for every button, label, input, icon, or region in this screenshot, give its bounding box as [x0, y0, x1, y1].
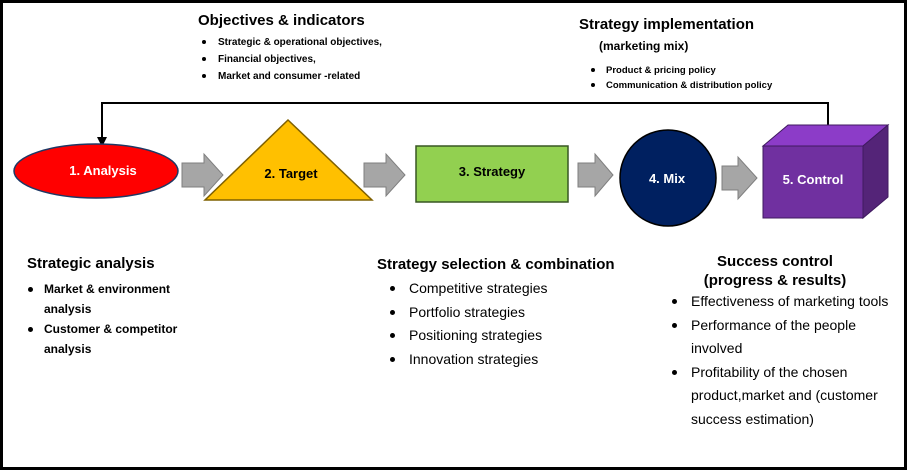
analysis-ellipse — [13, 143, 179, 199]
flow-arrow-1 — [181, 152, 224, 198]
strategy-selection-item: Portfolio strategies — [386, 301, 606, 325]
implementation-subtitle: (marketing mix) — [599, 39, 689, 53]
step-label-strategy: 3. Strategy — [459, 164, 526, 179]
strategy-selection-list: Competitive strategies Portfolio strateg… — [386, 277, 606, 371]
objectives-title: Objectives & indicators — [198, 12, 365, 29]
objectives-item: Financial objectives, — [199, 51, 382, 68]
strategy-rectangle — [415, 145, 569, 203]
objectives-item: Strategic & operational objectives, — [199, 34, 382, 51]
feedback-loop-arrow — [97, 102, 829, 147]
strategy-selection-title: Strategy selection & combination — [377, 256, 615, 273]
success-control-item: Performance of the people involved — [668, 314, 896, 361]
success-control-item: Effectiveness of marketing tools — [668, 290, 896, 314]
success-control-subtitle: (progress & results) — [703, 272, 847, 289]
implementation-item: Product & pricing policy — [588, 63, 772, 78]
objectives-item: Market and consumer -related — [199, 68, 382, 85]
strategy-selection-item: Competitive strategies — [386, 277, 606, 301]
step-label-analysis: 1. Analysis — [69, 163, 136, 178]
strategic-analysis-list: Market & environment analysis Customer &… — [26, 279, 206, 359]
mix-circle — [619, 129, 717, 227]
success-control-title: Success control — [717, 253, 833, 270]
strategic-analysis-item: Customer & competitor analysis — [26, 319, 206, 359]
strategic-analysis-item: Market & environment analysis — [26, 279, 206, 319]
control-cube — [761, 123, 890, 220]
success-control-item: Profitability of the chosen product,mark… — [668, 361, 896, 432]
objectives-list: Strategic & operational objectives, Fina… — [199, 34, 382, 85]
step-label-mix: 4. Mix — [649, 171, 686, 186]
strategy-selection-item: Innovation strategies — [386, 348, 606, 372]
implementation-title: Strategy implementation — [579, 16, 755, 33]
strategic-analysis-title: Strategic analysis — [27, 255, 155, 272]
step-label-control: 5. Control — [783, 172, 844, 187]
flow-arrow-3 — [577, 152, 614, 198]
implementation-item: Communication & distribution policy — [588, 78, 772, 93]
target-triangle — [203, 118, 374, 201]
success-control-list: Effectiveness of marketing tools Perform… — [668, 290, 896, 431]
flow-arrow-2 — [363, 152, 406, 198]
step-label-target: 2. Target — [264, 166, 318, 181]
flow-arrow-4 — [721, 155, 758, 201]
implementation-list: Product & pricing policy Communication &… — [588, 63, 772, 93]
strategy-selection-item: Positioning strategies — [386, 324, 606, 348]
